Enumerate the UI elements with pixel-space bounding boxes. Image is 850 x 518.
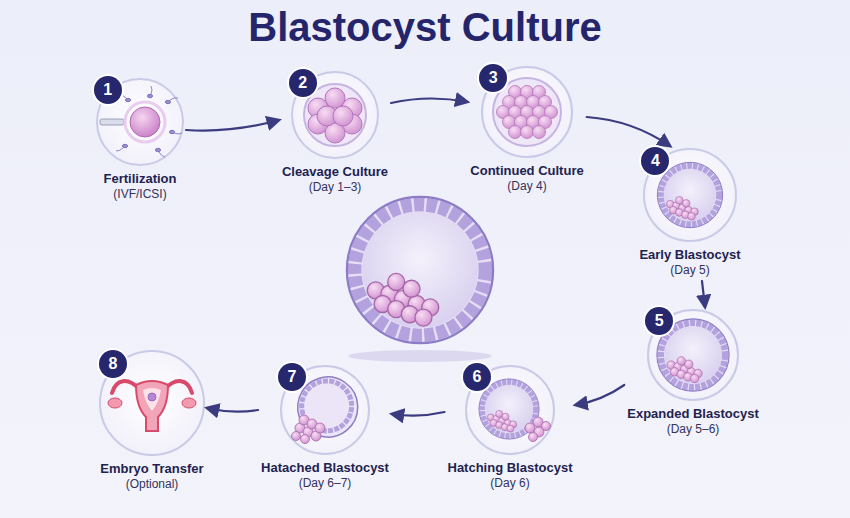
- callout-number: 7: [278, 363, 306, 391]
- callout-number: 5: [645, 307, 673, 335]
- flow-arrow: [391, 98, 467, 103]
- stage-node: 6Hatching Blastocyst(Day 6): [448, 366, 573, 491]
- stage-name: Early Blastocyst: [639, 247, 740, 263]
- callout-number: 4: [641, 147, 669, 175]
- callout-number: 6: [463, 363, 491, 391]
- stage-name: Continued Culture: [470, 163, 583, 179]
- stage-circle: 1: [97, 79, 183, 165]
- callout-number: 3: [479, 64, 507, 92]
- stage-circle: 4: [644, 149, 736, 241]
- stage-day: (Day 5–6): [667, 422, 720, 437]
- flow-arrow: [587, 117, 670, 146]
- stage-node: 7Hatached Blastocyst(Day 6–7): [261, 366, 389, 491]
- stage-name: Cleavage Culture: [282, 164, 388, 180]
- stage-day: (Day 1–3): [309, 180, 362, 195]
- stage-day: (Day 5): [670, 263, 709, 278]
- stage-circle: 8: [100, 351, 204, 455]
- stage-name: Expanded Blastocyst: [627, 406, 759, 422]
- flow-arrow: [186, 120, 279, 131]
- stage-node: 1Fertilization(IVF/ICSI): [97, 79, 183, 202]
- flow-arrow: [392, 412, 445, 416]
- stage-day: (Day 4): [507, 179, 546, 194]
- flow-arrow: [702, 281, 705, 307]
- stage-name: Hatching Blastocyst: [448, 460, 573, 476]
- stage-day: (IVF/ICSI): [113, 187, 166, 202]
- stage-node: 4Early Blastocyst(Day 5): [639, 149, 740, 278]
- callout-number: 8: [99, 350, 127, 378]
- stage-circle: 7: [281, 366, 369, 454]
- stage-node: 5Expanded Blastocyst(Day 5–6): [627, 310, 759, 437]
- stage-name: Embryo Transfer: [100, 461, 203, 477]
- flow-arrow: [575, 385, 624, 405]
- stage-day: (Day 6–7): [299, 476, 352, 491]
- stage-circle: 6: [466, 366, 554, 454]
- stage-node: 8Embryo Transfer(Optional): [100, 351, 204, 492]
- stage-day: (Optional): [126, 477, 179, 492]
- stage-circle: 5: [648, 310, 738, 400]
- stage-circle: 3: [482, 67, 572, 157]
- callout-number: 2: [289, 69, 317, 97]
- diagram-title: Blastocyst Culture: [0, 3, 850, 51]
- stage-day: (Day 6): [490, 476, 529, 491]
- stage-node: 2Cleavage Culture(Day 1–3): [282, 72, 388, 195]
- flow-arrow: [207, 408, 258, 412]
- stage-circle: 2: [292, 72, 378, 158]
- stage-node: 3Continued Culture(Day 4): [470, 67, 583, 194]
- callout-number: 1: [94, 76, 122, 104]
- stage-name: Fertilization: [104, 171, 177, 187]
- stage-name: Hatached Blastocyst: [261, 460, 389, 476]
